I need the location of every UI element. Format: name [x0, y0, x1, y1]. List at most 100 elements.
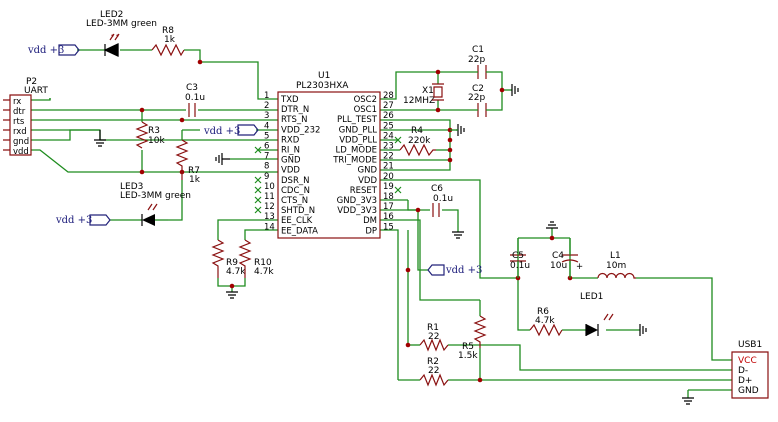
r7-value: 1k	[189, 175, 201, 185]
led2-value: LED-3MM green	[86, 19, 157, 29]
power-filter-group: C5 0.1u C4 10u + L1 10m	[510, 238, 636, 279]
u1-pin-num: 20	[383, 172, 394, 182]
u1-pin-name: DSR_N	[281, 176, 309, 186]
u1-pin-num: 3	[264, 111, 269, 121]
u1-pin-num: 22	[383, 152, 394, 162]
r4-value: 220k	[408, 136, 431, 146]
usb1-ref: USB1	[738, 340, 762, 350]
r10-value: 4.7k	[254, 267, 274, 277]
u1-pin-name: GND	[358, 166, 378, 176]
r6-value: 4.7k	[535, 316, 555, 326]
r8-value: 1k	[164, 35, 176, 45]
u1-pin-num: 7	[264, 152, 269, 162]
c6-group: C6 0.1u	[431, 184, 453, 217]
r7-group: R7 1k	[175, 139, 201, 185]
r3-value: 10k	[148, 136, 165, 146]
u1-pin-num: 24	[383, 131, 394, 141]
u1-pin-num: 19	[383, 182, 394, 192]
u1-pin-num: 11	[264, 192, 275, 202]
u1-pin-name: RTS_N	[281, 115, 307, 125]
u1-pin-num: 4	[264, 121, 269, 131]
usb1-connector: USB1 VCC D- D+ GND	[731, 340, 769, 399]
crystal-group: C1 22p C2 22p X1 12MHZ	[403, 45, 490, 117]
u1-pin-name: DTR_N	[281, 105, 309, 115]
usb1-pin-dminus: D-	[738, 366, 748, 376]
u1-pin-name: RI_N	[281, 146, 300, 156]
u1-right-pins: 28OSC227OSC126PLL_TEST25GND_PLL24VDD_PLL…	[332, 91, 394, 236]
usb1-pin-dplus: D+	[738, 376, 752, 386]
u1-pin-num: 5	[264, 131, 269, 141]
r7-ref: R7	[188, 166, 200, 176]
r3-group: R3 10k	[135, 121, 165, 149]
u1-pin-name: VDD_PLL	[339, 135, 377, 145]
r9-ref: R9	[226, 258, 238, 268]
connector-p2: P2 UART rx dtr rts rxd gnd vdd	[3, 77, 48, 157]
u1-pin-name: CTS_N	[281, 196, 308, 206]
u1-pin-name: CDC_N	[281, 186, 310, 196]
u1-pin-name: SHTD_N	[281, 206, 315, 216]
u1-pin-name: PLL_TEST	[337, 115, 378, 125]
u1-pin-name: RESET	[350, 186, 378, 196]
u1-pin-num: 28	[383, 91, 394, 101]
net-vdd-pin4: vdd +3	[203, 126, 240, 137]
c1-ref: C1	[472, 45, 484, 55]
p2-ref: P2	[26, 77, 37, 87]
l1-ref: L1	[610, 251, 621, 261]
u1-pin-num: 26	[383, 111, 394, 121]
net-labels: vdd +3 vdd +3 vdd +3 vdd +3	[27, 44, 482, 276]
u1-value: PL2303HXA	[296, 81, 349, 91]
c5-value: 0.1u	[510, 261, 530, 271]
r5-ref: R5	[462, 342, 474, 352]
led3-ref: LED3	[120, 182, 143, 192]
u1-pin-name: EE_CLK	[281, 216, 313, 226]
r6-ref: R6	[537, 307, 549, 317]
usb-resistors-group: R1 22 R2 22 R5 1.5k	[419, 315, 487, 387]
r4-ref: R4	[411, 126, 423, 136]
p2-pin-gnd: gnd	[13, 137, 29, 147]
usb1-pin-vcc: VCC	[738, 356, 757, 366]
u1-pin-num: 21	[383, 162, 394, 172]
r10-ref: R10	[254, 258, 272, 268]
u1-pin-num: 16	[383, 212, 394, 222]
c3-value: 0.1u	[185, 93, 205, 103]
l1-value: 10m	[606, 261, 626, 271]
r4-group: R4 220k	[399, 126, 436, 157]
junctions	[139, 59, 573, 383]
u1-pin-name: LD_MODE	[336, 146, 377, 156]
u1-pin-name: OSC2	[354, 95, 377, 105]
r9-value: 4.7k	[226, 267, 246, 277]
r8-ref: R8	[162, 26, 174, 36]
u1-pin-name: GND	[281, 156, 301, 166]
wires	[31, 49, 732, 398]
u1-pin-num: 12	[264, 202, 275, 212]
u1-pin-num: 6	[264, 142, 269, 152]
r3-ref: R3	[148, 126, 160, 136]
led3-group: LED3 LED-3MM green	[110, 182, 191, 226]
r9-r10-group: R9 4.7k R10 4.7k	[211, 239, 274, 278]
net-vdd-right: vdd +3	[445, 265, 482, 276]
u1-pin-name: TXD	[280, 95, 299, 105]
x1-ref: X1	[422, 86, 434, 96]
r5-value: 1.5k	[458, 351, 478, 361]
c2-ref: C2	[472, 84, 484, 94]
led3-value: LED-3MM green	[120, 191, 191, 201]
u1-pin-num: 18	[383, 192, 394, 202]
net-vdd-led2: vdd +3	[27, 45, 64, 56]
r2-ref: R2	[427, 357, 439, 367]
c1-value: 22p	[468, 55, 485, 65]
p2-value: UART	[24, 86, 48, 96]
u1-pin-num: 2	[264, 101, 269, 111]
u1-pin-name: DM	[363, 216, 377, 226]
u1-pin-name: GND_PLL	[339, 125, 378, 135]
u1-ref: U1	[318, 71, 330, 81]
u1-pin-num: 25	[383, 121, 394, 131]
c4-plus-sign: +	[576, 262, 583, 272]
u1-pin-num: 15	[383, 222, 394, 232]
r1-value: 22	[428, 332, 439, 342]
u1-pin-num: 14	[264, 222, 275, 232]
c3-group: C3 0.1u	[185, 83, 205, 117]
u1-pin-name: GND_3V3	[337, 196, 377, 206]
